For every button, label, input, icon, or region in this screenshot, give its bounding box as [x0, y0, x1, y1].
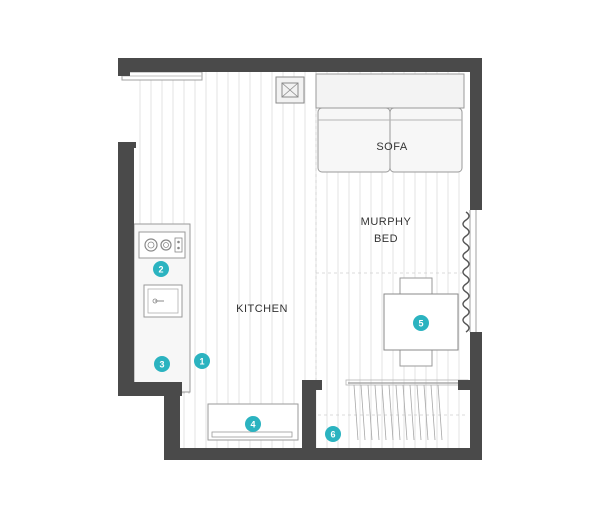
sofa: [315, 73, 465, 173]
marker-3-number: 3: [159, 360, 164, 370]
marker-5[interactable]: 5: [413, 315, 429, 331]
sink-icon: [143, 284, 183, 318]
ac-vent-icon: [275, 76, 305, 104]
dining-table: [383, 277, 459, 367]
hanger: [395, 384, 401, 441]
closet: [345, 379, 469, 441]
hanger: [409, 384, 415, 441]
hanger: [416, 384, 422, 441]
marker-4[interactable]: 4: [245, 416, 261, 432]
cooktop-icon: [138, 231, 186, 259]
marker-2[interactable]: 2: [153, 261, 169, 277]
window-icon: [121, 71, 203, 81]
marker-5-number: 5: [418, 319, 423, 329]
wall-corner: [118, 142, 136, 148]
hanger: [360, 384, 366, 441]
marker-6[interactable]: 6: [325, 426, 341, 442]
marker-1-number: 1: [199, 357, 204, 367]
marker-4-number: 4: [250, 420, 255, 430]
marker-3[interactable]: 3: [154, 356, 170, 372]
marker-2-number: 2: [158, 265, 163, 275]
curtain-icon: [462, 210, 477, 333]
label-sofa: SOFA: [376, 141, 408, 153]
hanger: [423, 384, 429, 441]
hanger: [402, 384, 408, 441]
label-kitchen: KITCHEN: [236, 303, 288, 315]
marker-6-number: 6: [330, 430, 335, 440]
label-murphy-bed-line1: MURPHY: [361, 216, 412, 228]
hanger: [381, 384, 387, 441]
hanger: [353, 384, 359, 441]
walls: [118, 58, 482, 460]
hanger: [430, 384, 436, 441]
hanger: [437, 384, 443, 441]
label-murphy-bed-line2: BED: [374, 233, 398, 245]
hanger: [374, 384, 380, 441]
hanger: [367, 384, 373, 441]
hanger: [388, 384, 394, 441]
marker-1[interactable]: 1: [194, 353, 210, 369]
